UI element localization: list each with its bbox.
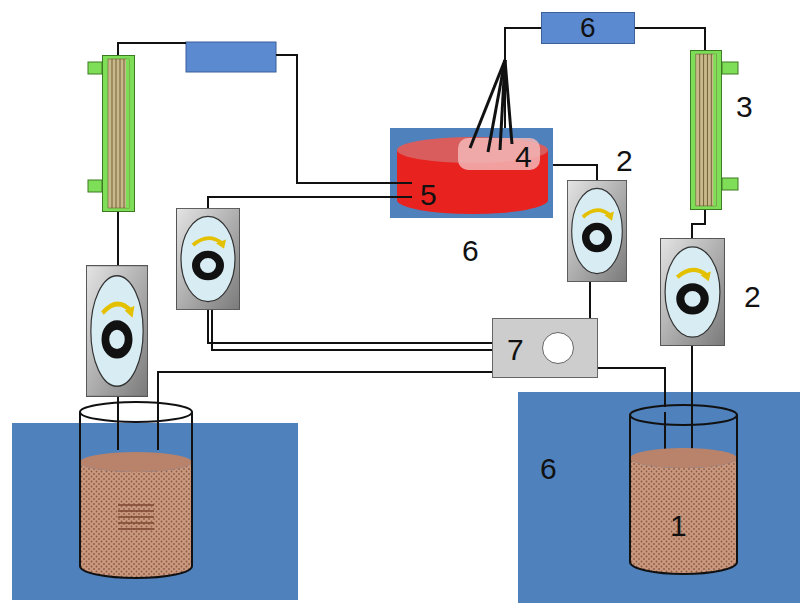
tubing-connector (505, 28, 541, 128)
callout-number: 6 (580, 14, 596, 42)
callout-number: 6 (540, 454, 557, 484)
culture-dish: 45 (390, 128, 553, 218)
control-unit: 7 (492, 318, 598, 378)
water-bath: 61 (518, 392, 800, 603)
callout-number: 7 (507, 335, 524, 365)
medium-beaker: 1 (630, 405, 737, 578)
tubing-connector (598, 368, 665, 407)
callout-number: 5 (420, 180, 437, 210)
callout-number: 2 (616, 146, 633, 176)
pump-controller-box: 6 (541, 12, 635, 44)
callout-number: 6 (462, 236, 479, 266)
indicator-circle (542, 332, 574, 364)
callout-number: 1 (670, 511, 687, 541)
callout-number: 3 (736, 92, 753, 122)
callout-number: 4 (515, 142, 532, 172)
callout-number: 2 (744, 282, 761, 312)
